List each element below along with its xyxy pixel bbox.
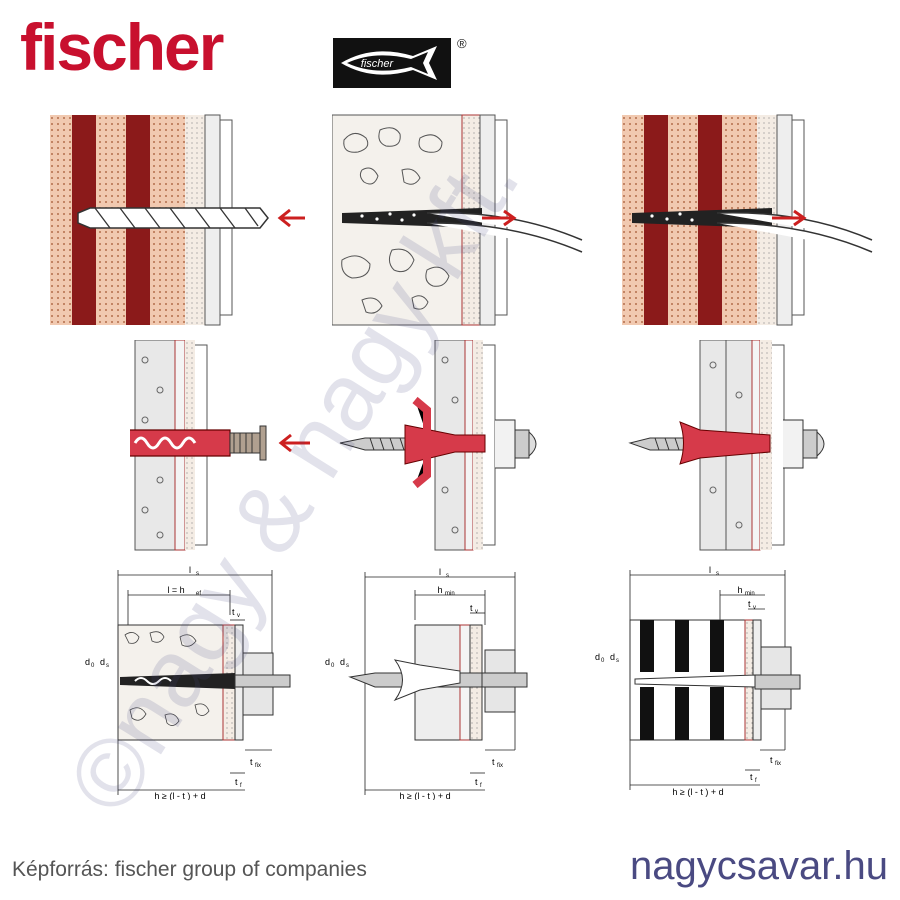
dim-label-d0: d xyxy=(595,652,600,662)
step-set-plug-hollow xyxy=(628,340,825,551)
dim-label-tf-sub: f xyxy=(480,783,482,789)
arrow-right-icon xyxy=(772,209,807,227)
dimension-drawing-hollow-block: l s h min t v d 0 d s t fix t f h ≥ (l -… xyxy=(595,565,801,797)
step-clean-hole-brick xyxy=(622,114,873,326)
formula-label: h ≥ (l - t ) + d xyxy=(154,791,205,800)
dim-label-d0-sub: 0 xyxy=(601,658,605,664)
dim-label-hmin-sub: min xyxy=(445,591,455,597)
dim-label-ds-sub: s xyxy=(106,663,109,669)
dim-label-tf-sub: f xyxy=(755,778,757,784)
formula-label: h ≥ (l - t ) + d xyxy=(399,791,450,800)
logo-text: fischer xyxy=(361,58,395,70)
dim-label-d0-sub: 0 xyxy=(91,663,95,669)
dim-label-ls: l xyxy=(189,565,191,575)
dim-label-tv: t xyxy=(232,607,235,617)
fischer-fish-logo-icon: fischer xyxy=(333,38,451,88)
image-source-caption: Képforrás: fischer group of companies xyxy=(12,858,367,881)
dim-label-ls-sub: s xyxy=(716,571,719,577)
dim-label-tv-sub: v xyxy=(753,605,756,611)
dim-label-hef-sub: ef xyxy=(196,591,201,597)
dim-label-tfix-sub: fix xyxy=(497,763,503,769)
screw-icon xyxy=(339,396,537,489)
registered-mark: ® xyxy=(457,36,467,51)
screw-icon xyxy=(628,419,825,469)
arrow-left-icon xyxy=(278,433,310,453)
dim-label-tv-sub: v xyxy=(237,613,240,619)
step-drill-hole xyxy=(50,114,305,326)
dim-label-d0: d xyxy=(325,657,330,667)
dim-label-d0-sub: 0 xyxy=(331,663,335,669)
dim-label-hmin: h xyxy=(437,585,442,595)
dim-label-ds-sub: s xyxy=(346,663,349,669)
drill-bit-icon xyxy=(77,207,269,229)
formula-label: h ≥ (l - t ) + d xyxy=(672,787,723,797)
dim-label-tfix: t xyxy=(770,755,773,765)
dim-label-tv-sub: v xyxy=(475,609,478,615)
dim-label-hmin-sub: min xyxy=(745,591,755,597)
dim-label-tf-sub: f xyxy=(240,783,242,789)
plug-icon xyxy=(130,425,267,461)
dim-label-ls: l xyxy=(439,567,441,577)
dim-label-tfix: t xyxy=(250,757,253,767)
step-clean-hole-concrete xyxy=(332,114,583,326)
dim-label-tf: t xyxy=(235,777,238,787)
dim-label-ds: d xyxy=(610,652,615,662)
dim-label-ls-sub: s xyxy=(196,571,199,577)
dim-label-l-hef: l = h xyxy=(167,585,184,595)
step-insert-plug xyxy=(130,340,310,551)
dim-label-tf: t xyxy=(750,772,753,782)
dimension-drawing-concrete: l s l = h ef t v d 0 d s t fix t f h ≥ (… xyxy=(85,565,291,800)
arrow-left-icon xyxy=(277,208,305,228)
site-name[interactable]: nagycsavar.hu xyxy=(630,844,888,888)
dim-label-d0: d xyxy=(85,657,90,667)
step-set-plug-solid xyxy=(339,340,537,551)
dim-label-tfix: t xyxy=(492,757,495,767)
dim-label-tf: t xyxy=(475,777,478,787)
dim-label-ds: d xyxy=(340,657,345,667)
dim-label-ds: d xyxy=(100,657,105,667)
dimension-drawing-solid-board: l s h min t v d 0 d s t fix t f h ≥ (l -… xyxy=(325,567,528,800)
dim-label-tv: t xyxy=(748,599,751,609)
arrow-right-icon xyxy=(482,209,517,227)
dim-label-ds-sub: s xyxy=(616,658,619,664)
dim-label-ls: l xyxy=(709,565,711,575)
dim-label-ls-sub: s xyxy=(446,573,449,579)
dim-label-tv: t xyxy=(470,603,473,613)
brand-name: fischer xyxy=(20,10,224,84)
dim-label-tfix-sub: fix xyxy=(775,761,781,767)
dim-label-hmin: h xyxy=(737,585,742,595)
dim-label-tfix-sub: fix xyxy=(255,763,261,769)
